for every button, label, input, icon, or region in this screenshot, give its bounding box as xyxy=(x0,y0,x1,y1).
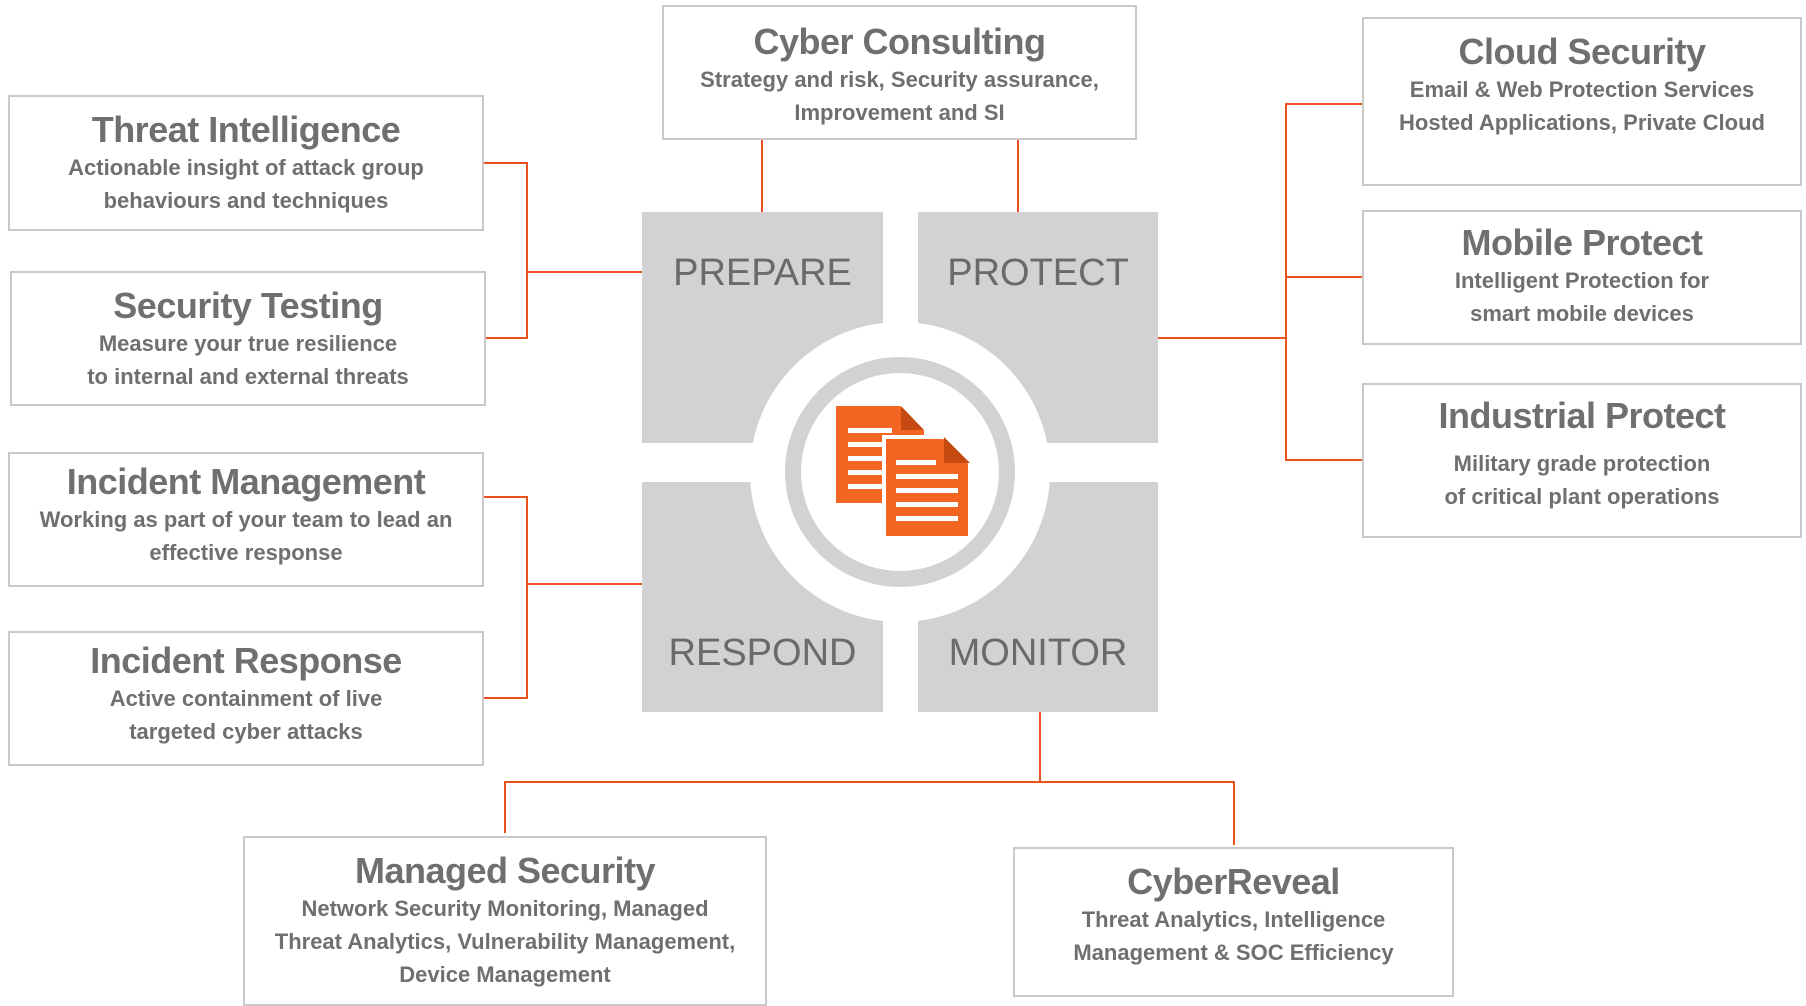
box-security-testing: Security Testing Measure your true resil… xyxy=(10,271,486,406)
quadrant-prepare: PREPARE xyxy=(642,212,883,443)
box-cyberreveal: CyberReveal Threat Analytics, Intelligen… xyxy=(1013,847,1454,997)
quadrant-monitor: MONITOR xyxy=(918,482,1158,712)
box-incident-response: Incident Response Active containment of … xyxy=(8,631,484,766)
cyber-consulting-desc-1: Strategy and risk, Security assurance, xyxy=(700,67,1099,92)
quadrant-respond: RESPOND xyxy=(642,482,883,712)
box-industrial-protect: Industrial Protect Military grade protec… xyxy=(1362,383,1802,538)
mobile-protect-desc-2: smart mobile devices xyxy=(1470,301,1694,326)
incident-management-desc-1: Working as part of your team to lead an xyxy=(39,507,453,532)
industrial-protect-desc-1: Military grade protection xyxy=(1453,451,1711,476)
cyber-consulting-desc-2: Improvement and SI xyxy=(794,100,1005,125)
cyberreveal-desc-1: Threat Analytics, Intelligence xyxy=(1081,907,1386,932)
industrial-protect-title: Industrial Protect xyxy=(1438,395,1726,436)
box-managed-security: Managed Security Network Security Monito… xyxy=(243,836,767,1006)
connector-incident-bracket xyxy=(484,496,528,699)
box-cyber-consulting: Cyber Consulting Strategy and risk, Secu… xyxy=(662,5,1137,140)
security-testing-title: Security Testing xyxy=(113,285,383,326)
connector-right-bracket xyxy=(1285,103,1362,461)
cloud-security-desc-2: Hosted Applications, Private Cloud xyxy=(1399,110,1765,135)
industrial-protect-desc-2: of critical plant operations xyxy=(1444,484,1720,509)
threat-intelligence-desc-2: behaviours and techniques xyxy=(103,188,389,213)
threat-intelligence-desc-1: Actionable insight of attack group xyxy=(68,155,424,180)
incident-response-desc-1: Active containment of live xyxy=(109,686,383,711)
mobile-protect-title: Mobile Protect xyxy=(1461,222,1703,263)
quadrant-respond-label: RESPOND xyxy=(668,632,857,674)
quadrant-prepare-label: PREPARE xyxy=(673,252,852,294)
cyberreveal-title: CyberReveal xyxy=(1127,861,1340,902)
quadrant-monitor-label: MONITOR xyxy=(948,632,1128,674)
managed-security-desc-3: Device Management xyxy=(399,962,611,987)
mobile-protect-desc-1: Intelligent Protection for xyxy=(1454,268,1710,293)
cyber-consulting-title: Cyber Consulting xyxy=(753,21,1046,62)
security-testing-desc-2: to internal and external threats xyxy=(87,364,409,389)
quadrant-protect: PROTECT xyxy=(918,212,1158,443)
box-threat-intelligence: Threat Intelligence Actionable insight o… xyxy=(8,95,484,231)
box-cloud-security: Cloud Security Email & Web Protection Se… xyxy=(1362,17,1802,186)
quadrant-protect-label: PROTECT xyxy=(947,252,1129,294)
security-testing-desc-1: Measure your true resilience xyxy=(98,331,398,356)
connector-bottom-bracket xyxy=(504,781,1235,845)
threat-intelligence-title: Threat Intelligence xyxy=(91,109,401,150)
box-incident-management: Incident Management Working as part of y… xyxy=(8,452,484,587)
managed-security-desc-2: Threat Analytics, Vulnerability Manageme… xyxy=(274,929,736,954)
managed-security-title: Managed Security xyxy=(354,850,656,891)
managed-security-desc-1: Network Security Monitoring, Managed xyxy=(301,896,709,921)
box-mobile-protect: Mobile Protect Intelligent Protection fo… xyxy=(1362,210,1802,345)
incident-management-title: Incident Management xyxy=(66,461,426,502)
incident-response-desc-2: targeted cyber attacks xyxy=(129,719,363,744)
cloud-security-title: Cloud Security xyxy=(1458,31,1706,72)
incident-response-title: Incident Response xyxy=(90,640,402,681)
cloud-security-desc-1: Email & Web Protection Services xyxy=(1409,77,1755,102)
connector-threat-intel-bracket xyxy=(484,162,528,339)
cyberreveal-desc-2: Management & SOC Efficiency xyxy=(1073,940,1394,965)
incident-management-desc-2: effective response xyxy=(149,540,343,565)
